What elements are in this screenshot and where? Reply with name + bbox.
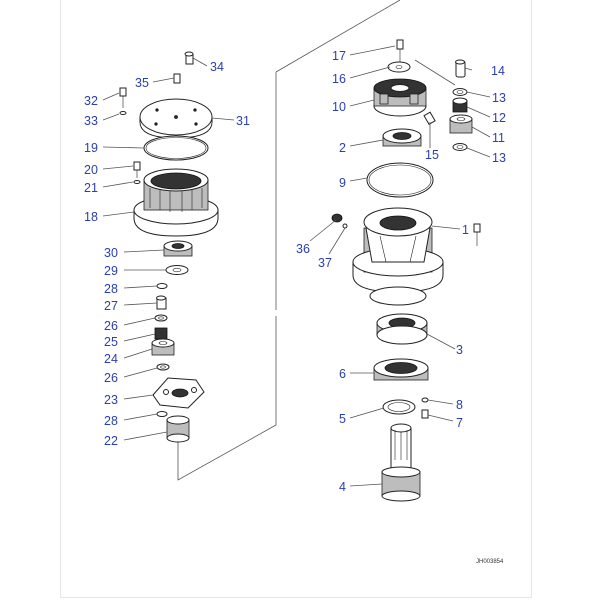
callout-2: 2 [339, 141, 346, 155]
part-8-washer [421, 397, 429, 403]
callout-27: 27 [104, 299, 118, 313]
part-33-washer [119, 111, 127, 115]
part-23-carrier [152, 377, 205, 409]
callout-labels: 17 16 10 14 13 12 11 13 15 2 9 1 36 37 3… [84, 49, 506, 494]
part-26-washer-upper [154, 314, 168, 322]
part-29-washer [165, 265, 189, 275]
callout-7: 7 [456, 416, 463, 430]
part-14-shaft [455, 59, 466, 78]
callout-13-upper: 13 [492, 91, 506, 105]
part-27-pin [156, 295, 167, 310]
part-7-bolt [421, 409, 429, 419]
part-16-washer [387, 61, 411, 73]
callout-10: 10 [332, 100, 346, 114]
callout-4: 4 [339, 480, 346, 494]
callout-29: 29 [104, 264, 118, 278]
part-6-ring-gear [373, 358, 429, 381]
callout-24: 24 [104, 352, 118, 366]
callout-26-lower: 26 [104, 371, 118, 385]
callout-25: 25 [104, 335, 118, 349]
part-26-washer-lower [156, 363, 170, 371]
callout-12: 12 [492, 111, 506, 125]
part-19-o-ring [143, 135, 209, 161]
callout-20: 20 [84, 163, 98, 177]
callout-36: 36 [296, 242, 310, 256]
part-17-bolt [396, 39, 404, 62]
part-2-bearing [382, 128, 422, 147]
part-1-housing [352, 207, 444, 306]
callout-33: 33 [84, 114, 98, 128]
part-10-planetary-carrier [373, 78, 427, 117]
part-4-drive-shaft [381, 423, 421, 502]
part-3-bearing [376, 313, 428, 345]
callout-1: 1 [462, 223, 469, 237]
callout-35: 35 [135, 76, 149, 90]
callout-28-lower: 28 [104, 414, 118, 428]
callout-21: 21 [84, 181, 98, 195]
part-12-needle-bearing [452, 97, 468, 113]
callout-9: 9 [339, 176, 346, 190]
part-21-washer [133, 180, 141, 184]
callout-18: 18 [84, 210, 98, 224]
callout-37: 37 [318, 256, 332, 270]
part-13-thrust-washer-lower [452, 143, 468, 151]
callout-17: 17 [332, 49, 346, 63]
callout-32: 32 [84, 94, 98, 108]
part-30-bearing [163, 240, 193, 257]
callout-30: 30 [104, 246, 118, 260]
part-5-snap-ring [382, 399, 416, 415]
callout-26-upper: 26 [104, 319, 118, 333]
callout-19: 19 [84, 141, 98, 155]
part-36-plug [331, 213, 343, 223]
document-id: JH003854 [476, 559, 504, 565]
part-32-bolt [119, 87, 127, 108]
callout-8: 8 [456, 398, 463, 412]
callout-3: 3 [456, 343, 463, 357]
part-31-cover [139, 98, 213, 139]
callout-11: 11 [492, 131, 505, 145]
part-35-breather [173, 73, 181, 84]
part-34-fitting [184, 51, 194, 65]
part-15-pin [423, 111, 436, 126]
part-13-thrust-washer-upper [452, 88, 468, 96]
callout-23: 23 [104, 393, 118, 407]
callout-14: 14 [491, 64, 505, 78]
part-28-snap-ring-upper [156, 283, 168, 289]
part-9-o-ring [366, 162, 434, 198]
part-18-ring-gear-housing [133, 168, 219, 237]
leader-lines [102, 45, 491, 487]
callout-13-lower: 13 [492, 151, 506, 165]
callout-31: 31 [236, 114, 250, 128]
part-20-bolt [133, 161, 141, 178]
callout-28-upper: 28 [104, 282, 118, 296]
callout-5: 5 [339, 412, 346, 426]
callout-6: 6 [339, 367, 346, 381]
callout-15: 15 [425, 148, 439, 162]
callout-16: 16 [332, 72, 346, 86]
part-24-planet-gear [151, 338, 175, 356]
part-37-seal [342, 223, 348, 229]
assembly-guide-lines [177, 0, 456, 481]
part-11-planet-gear [449, 114, 473, 134]
callout-34: 34 [210, 60, 224, 74]
part-1-bolt [473, 223, 481, 246]
callout-22: 22 [104, 434, 118, 448]
diagram-frame [60, 0, 532, 598]
part-22-sun-gear [166, 415, 190, 443]
part-25-needle-bearing [154, 327, 168, 340]
part-28-snap-ring-lower [156, 411, 168, 417]
